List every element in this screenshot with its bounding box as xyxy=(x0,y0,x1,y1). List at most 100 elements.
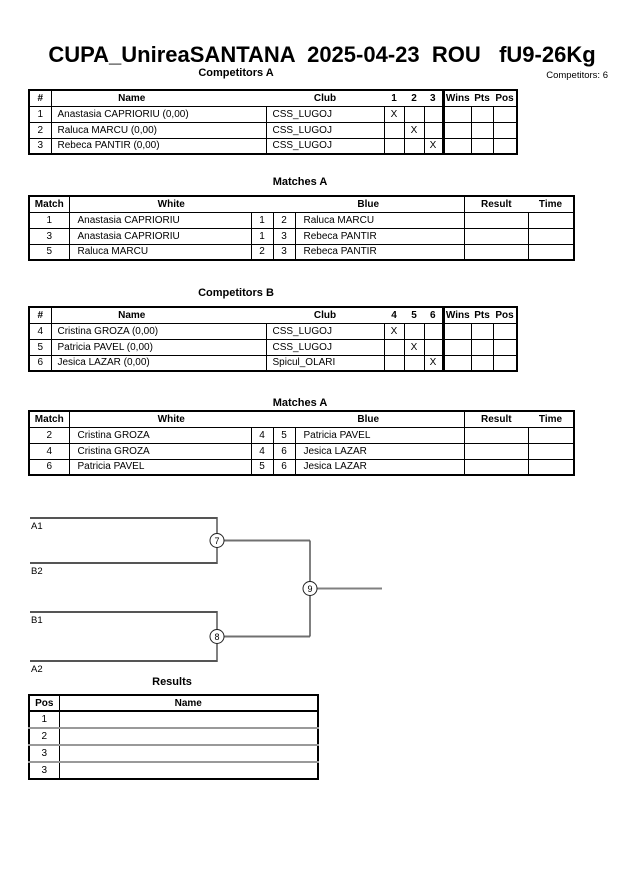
pts-cell xyxy=(470,137,494,155)
diagonal-mark: X xyxy=(383,105,405,123)
white-competitor: Cristina GROZA xyxy=(68,426,252,444)
mark-cell xyxy=(403,137,425,155)
white-competitor: Anastasia CAPRIORIU xyxy=(68,211,252,229)
blue-competitor: Jesica LAZAR xyxy=(294,442,465,460)
col-header-time: Time xyxy=(528,196,575,213)
match-number: 6 xyxy=(28,458,70,476)
blue-number: 3 xyxy=(272,227,296,245)
time-cell xyxy=(527,243,575,261)
match-8-circle xyxy=(209,629,225,644)
wins-cell xyxy=(441,338,472,356)
white-number: 1 xyxy=(250,227,274,245)
col-header-match: Match xyxy=(29,411,70,428)
time-cell xyxy=(527,442,575,460)
result-cell xyxy=(463,426,529,444)
col-header-pos: Pos xyxy=(493,307,517,324)
wins-cell xyxy=(441,137,472,155)
match-number: 3 xyxy=(28,227,70,245)
diagonal-mark: X xyxy=(423,137,444,155)
match-8-number: 8 xyxy=(214,632,219,642)
white-number: 4 xyxy=(250,426,274,444)
blue-competitor: Jesica LAZAR xyxy=(294,458,465,476)
competitors-b-table: # Name Club 4 5 6 Wins Pts Pos 4 Cristin… xyxy=(28,306,518,372)
col-header-number: # xyxy=(29,307,52,324)
competitor-number: 1 xyxy=(28,105,52,123)
match-9-number: 9 xyxy=(307,584,312,594)
section-heading-matches-b: Matches A xyxy=(272,397,328,409)
pts-cell xyxy=(470,338,494,356)
competitor-club: CSS_LUGOJ xyxy=(265,121,385,139)
mark-cell xyxy=(423,121,444,139)
col-header-white: White xyxy=(69,411,273,428)
mark-cell xyxy=(383,354,405,372)
time-cell xyxy=(527,426,575,444)
white-competitor: Anastasia CAPRIORIU xyxy=(68,227,252,245)
table-row: 1 Anastasia CAPRIORIU 1 2 Raluca MARCU xyxy=(28,211,575,229)
bracket-slot-b1: B1 xyxy=(31,615,43,626)
col-header-pos: Pos xyxy=(29,695,60,712)
result-name xyxy=(58,727,319,745)
table-row: 4 Cristina GROZA 4 6 Jesica LAZAR xyxy=(28,442,575,460)
table-row: 2 Raluca MARCU (0,00) CSS_LUGOJ X xyxy=(28,121,518,139)
wins-cell xyxy=(441,121,472,139)
table-row: 6 Patricia PAVEL 5 6 Jesica LAZAR xyxy=(28,458,575,476)
table-row: 4 Cristina GROZA (0,00) CSS_LUGOJ X xyxy=(28,322,518,340)
table-header-row: Match White Blue Result Time xyxy=(29,411,575,428)
pts-cell xyxy=(470,354,494,372)
col-header-white: White xyxy=(69,196,273,213)
col-header-wins: Wins xyxy=(441,90,471,107)
competitor-number: 6 xyxy=(28,354,52,372)
pos-cell xyxy=(492,322,518,340)
diagonal-mark: X xyxy=(383,322,405,340)
section-heading-competitors-a: Competitors A xyxy=(198,67,274,79)
bracket-slot-a2: A2 xyxy=(31,664,43,675)
competitor-club: CSS_LUGOJ xyxy=(265,137,385,155)
table-row: 5 Raluca MARCU 2 3 Rebeca PANTIR xyxy=(28,243,575,261)
col-header-match: Match xyxy=(29,196,70,213)
match-number: 5 xyxy=(28,243,70,261)
competitor-number: 3 xyxy=(28,137,52,155)
results-table: Pos Name 1 2 3 3 xyxy=(28,694,319,780)
table-row: 1 Anastasia CAPRIORIU (0,00) CSS_LUGOJ X xyxy=(28,105,518,123)
pts-cell xyxy=(470,322,494,340)
col-header-4: 4 xyxy=(384,307,404,324)
competitors-a-table: # Name Club 1 2 3 Wins Pts Pos 1 Anastas… xyxy=(28,89,518,155)
match-number: 1 xyxy=(28,211,70,229)
col-header-pos: Pos xyxy=(493,90,517,107)
time-cell xyxy=(527,227,575,245)
result-pos: 3 xyxy=(28,761,60,779)
blue-competitor: Patricia PAVEL xyxy=(294,426,465,444)
competitor-name: Anastasia CAPRIORIU (0,00) xyxy=(50,105,267,123)
col-header-5: 5 xyxy=(404,307,424,324)
white-number: 5 xyxy=(250,458,274,476)
col-header-1: 1 xyxy=(384,90,404,107)
mark-cell xyxy=(403,354,425,372)
col-header-2: 2 xyxy=(404,90,424,107)
matches-b-table: Match White Blue Result Time 2 Cristina … xyxy=(28,410,576,476)
result-name xyxy=(58,744,319,762)
mark-cell xyxy=(423,338,444,356)
blue-competitor: Rebeca PANTIR xyxy=(294,227,465,245)
competitor-number: 4 xyxy=(28,322,52,340)
col-header-blue: Blue xyxy=(273,196,465,213)
table-header-row: Match White Blue Result Time xyxy=(29,196,575,213)
table-row: 3 xyxy=(28,761,319,779)
col-header-result: Result xyxy=(463,196,529,213)
competitors-count: Competitors: 6 xyxy=(546,70,608,81)
pos-cell xyxy=(492,354,518,372)
white-number: 2 xyxy=(250,243,274,261)
blue-number: 2 xyxy=(272,211,296,229)
table-row: 3 Rebeca PANTIR (0,00) CSS_LUGOJ X xyxy=(28,137,518,155)
result-pos: 3 xyxy=(28,744,60,762)
match-9-circle xyxy=(302,581,318,596)
blue-number: 3 xyxy=(272,243,296,261)
section-heading-results: Results xyxy=(152,676,192,688)
pts-cell xyxy=(470,121,494,139)
competitor-number: 2 xyxy=(28,121,52,139)
col-header-time: Time xyxy=(528,411,575,428)
result-pos: 2 xyxy=(28,727,60,745)
match-number: 2 xyxy=(28,426,70,444)
col-header-result: Result xyxy=(463,411,529,428)
col-header-blue: Blue xyxy=(273,411,465,428)
